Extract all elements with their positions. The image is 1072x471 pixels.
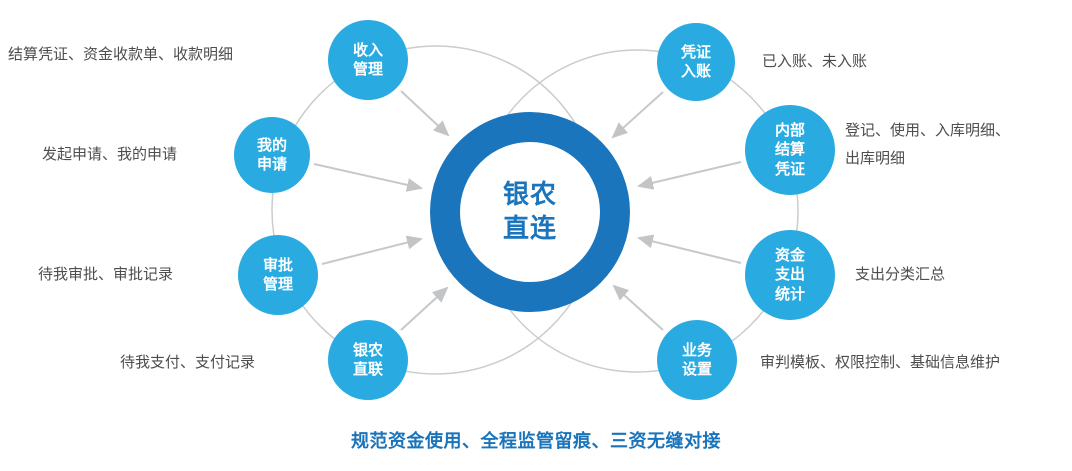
node-business-settings: 业务 设置 <box>657 320 737 400</box>
annotation-expenditure-stats-detail: 支出分类汇总 <box>855 266 946 283</box>
node-approval-management: 审批 管理 <box>238 235 318 315</box>
annotation-direct-link-detail: 待我支付、支付记录 <box>120 354 256 371</box>
center-node: 银农 直连 <box>430 112 630 312</box>
node-income-management: 收入 管理 <box>328 20 408 100</box>
arrow-internal-settlement-to-center <box>637 161 742 190</box>
arrow-expenditure-stats-to-center <box>637 234 742 264</box>
arrow-direct-link-to-center <box>400 286 449 331</box>
node-voucher-posting: 凭证 入账 <box>657 23 735 101</box>
node-fund-expenditure-statistics: 资金 支出 统计 <box>745 230 835 320</box>
annotation-voucher-posting-detail: 已入账、未入账 <box>762 53 868 70</box>
arrow-business-settings-to-center <box>612 284 664 331</box>
connector-arrows <box>313 90 742 331</box>
arrow-voucher-posting-to-center <box>611 91 664 139</box>
node-my-application: 我的 申请 <box>234 117 310 193</box>
annotation-income-management-detail: 结算凭证、资金收款单、收款明细 <box>8 46 234 63</box>
annotation-my-application-detail: 发起申请、我的申请 <box>42 146 178 163</box>
node-internal-settlement-voucher: 内部 结算 凭证 <box>745 105 835 195</box>
arrow-my-application-to-center <box>313 163 423 192</box>
arrow-income-to-center <box>400 90 450 137</box>
arrow-approval-to-center <box>321 235 423 265</box>
annotation-business-settings-detail: 审判模板、权限控制、基础信息维护 <box>760 354 1001 371</box>
footer-tagline: 规范资金使用、全程监管留痕、三资无缝对接 <box>351 431 721 451</box>
node-bank-agriculture-direct-link: 银农 直联 <box>328 320 408 400</box>
annotation-internal-settlement-detail: 登记、使用、入库明细、 出库明细 <box>845 122 1011 167</box>
annotation-approval-management-detail: 待我审批、审批记录 <box>38 266 174 283</box>
center-node-label: 银农 直连 <box>502 179 557 243</box>
